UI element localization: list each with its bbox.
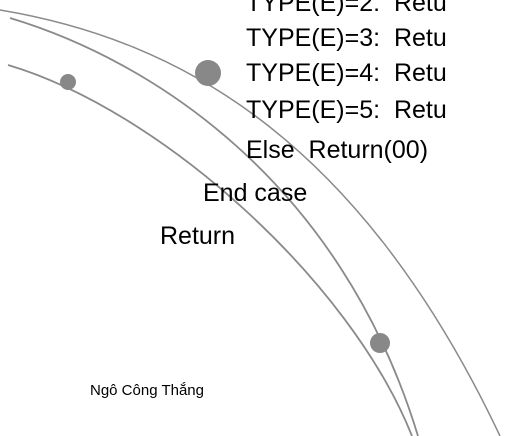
- code-line-end-case: End case: [203, 179, 308, 207]
- code-line-type-5: TYPE(E)=5: Retu: [246, 96, 447, 124]
- small-dot: [60, 74, 76, 90]
- arc-inner: [7, 64, 413, 436]
- code-line-type-2: TYPE(E)=2: Retu: [246, 0, 447, 17]
- large-dot: [195, 60, 221, 86]
- author-name: Ngô Công Thắng: [90, 382, 204, 399]
- code-line-type-3: TYPE(E)=3: Retu: [246, 24, 447, 52]
- code-line-else: Else Return(00): [246, 136, 429, 164]
- code-line-type-4: TYPE(E)=4: Retu: [246, 59, 447, 87]
- lower-dot: [370, 333, 390, 353]
- code-line-return: Return: [160, 222, 236, 250]
- arc-outer: [0, 9, 501, 436]
